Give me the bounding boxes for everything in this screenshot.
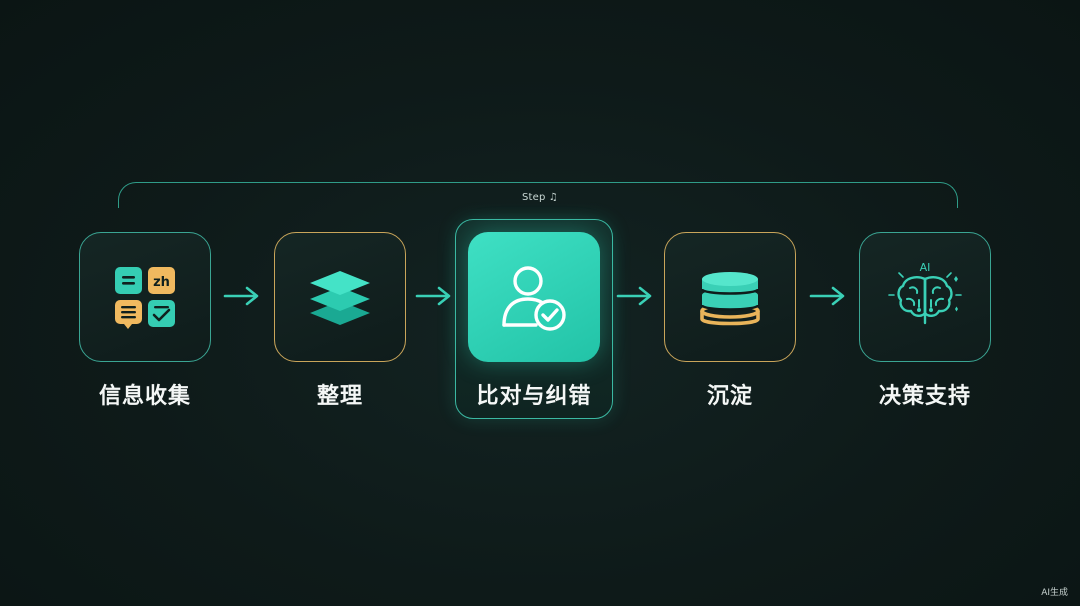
step-card-info-collection[interactable]: zh [79,232,211,362]
user-check-icon [502,266,566,331]
ai-generated-watermark: AI生成 [1041,588,1068,598]
step-bracket [118,182,958,208]
step-label-organize: 整理 [316,384,363,409]
step-label-compare-correct: 比对与纠错 [476,384,592,409]
arrow-right-icon [809,286,845,306]
step-label-info-collection: 信息收集 [98,384,191,409]
step-card-organize[interactable] [274,232,406,362]
step-card-consolidate[interactable] [664,232,796,362]
ai-brain-icon: AI [888,261,962,325]
layers-stack-icon [310,271,370,325]
svg-text:AI: AI [920,261,931,274]
arrow-right-icon [223,286,259,306]
info-collection-grid-icon: zh [115,267,175,329]
database-icon [700,272,760,326]
arrow-right-icon [415,286,451,306]
svg-text:zh: zh [153,275,170,290]
step-card-compare-correct[interactable] [468,232,600,362]
arrow-right-icon [616,286,652,306]
step-label-consolidate: 沉淀 [706,384,753,409]
step-label-decision-support: 决策支持 [878,384,971,409]
step-label: Step ♫ [521,192,559,203]
step-card-decision-support[interactable]: AI [859,232,991,362]
